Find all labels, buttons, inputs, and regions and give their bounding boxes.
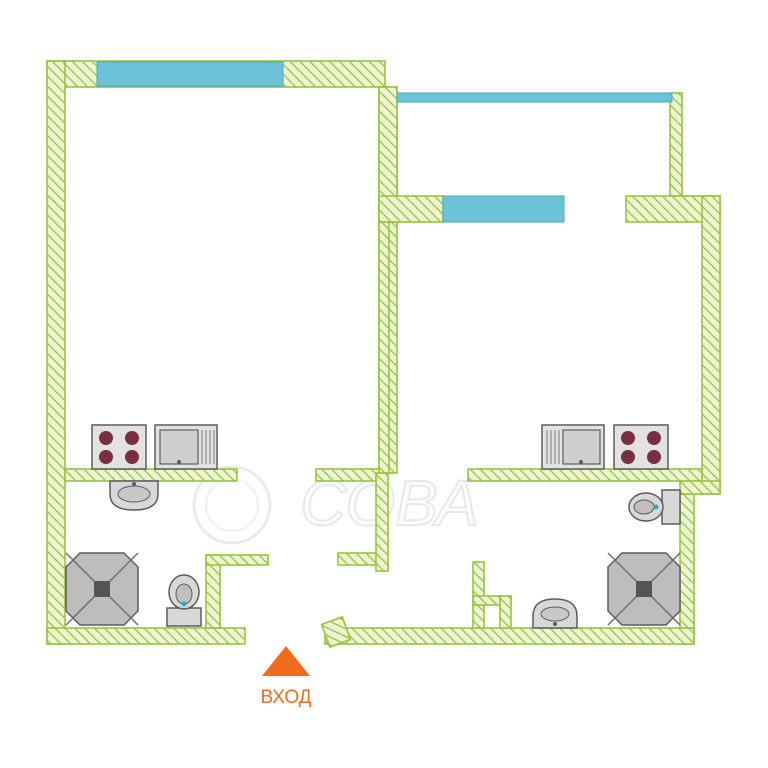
washbasin-icon [109, 480, 159, 511]
wall-right-top-a [378, 195, 444, 223]
wall-right-kitchen-bottom [467, 468, 703, 482]
wall-left-bath-side [205, 554, 221, 629]
shower-icon [65, 552, 139, 626]
toilet-icon [166, 574, 202, 627]
wall-left-outer [46, 60, 66, 645]
wall-center-post [375, 472, 389, 572]
entry-label: ВХОД [260, 687, 311, 708]
wall-entry-stub [320, 615, 352, 649]
windows [96, 61, 673, 223]
wall-balcony-right [669, 92, 683, 204]
sink-icon [154, 424, 218, 470]
wall-left-bath-stub [205, 554, 269, 566]
stove-icon [91, 424, 147, 470]
sink-icon [541, 424, 605, 470]
wall-right-bottom [324, 627, 695, 645]
window-icon [96, 61, 284, 87]
shower-icon [607, 552, 681, 626]
wall-right-bath-niche-side [499, 595, 512, 629]
wall-right-inner-left [378, 221, 390, 474]
toilet-icon [628, 489, 681, 525]
wall-right-outer [701, 195, 721, 495]
washbasin-icon [532, 598, 578, 629]
walls [46, 60, 721, 649]
stove-icon [613, 424, 669, 470]
wall-left-bottom-a [46, 627, 246, 645]
window-icon [442, 195, 565, 223]
wall-right-bath-outer [679, 493, 695, 645]
wall-left-hall-top [315, 468, 380, 482]
wall-right-bath-outer-top [679, 480, 721, 495]
window-icon [396, 92, 673, 103]
wall-left-bath-top [64, 468, 238, 482]
wall-right-bath-div [472, 561, 485, 629]
entry-arrow-icon [262, 646, 310, 676]
